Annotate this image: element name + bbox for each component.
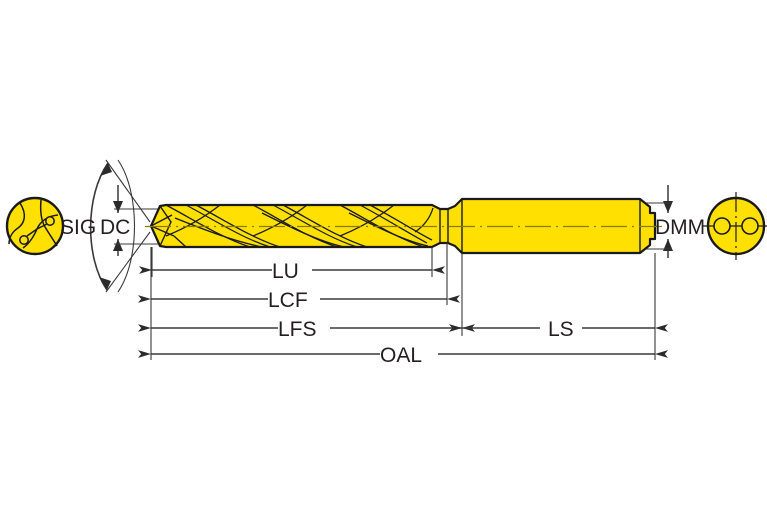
lu-label: LU <box>272 260 299 283</box>
sig-label: SIG <box>60 216 96 239</box>
dimension-dmm: DMM <box>646 185 705 258</box>
dc-arrow-bottom <box>113 239 123 251</box>
coolant-hole-icon <box>45 216 55 226</box>
dimension-lfs: LFS <box>138 318 475 341</box>
shank-end-view <box>702 192 767 260</box>
point-end-view <box>5 196 65 256</box>
dimension-sig: SIG <box>60 159 151 293</box>
drill-side-view <box>145 197 662 255</box>
dc-arrow-top <box>113 201 123 213</box>
sig-leader-lower <box>105 231 151 293</box>
dimension-lcf: LCF <box>138 289 460 312</box>
dmm-label: DMM <box>655 216 705 239</box>
sig-arrow-top <box>100 163 112 176</box>
ls-label: LS <box>548 318 574 341</box>
dc-label: DC <box>100 216 130 239</box>
sig-leader-upper <box>105 159 151 223</box>
point-end-view-outline <box>5 196 65 256</box>
dmm-arrow-bottom <box>663 239 673 251</box>
sig-arc-extension <box>117 159 135 293</box>
witness-lines <box>150 243 656 360</box>
lcf-label: LCF <box>268 289 308 312</box>
dimension-dc: DC <box>100 185 160 256</box>
dimension-ls: LS <box>449 318 668 341</box>
coolant-hole-icon <box>741 217 759 235</box>
flute-helix-lines <box>165 204 434 248</box>
coolant-hole-icon <box>19 235 29 245</box>
coolant-hole-icon <box>713 217 731 235</box>
lfs-label: LFS <box>278 318 317 341</box>
dimension-lu: LU <box>139 260 445 283</box>
sig-arrow-bottom <box>99 277 111 290</box>
dimension-oal: OAL <box>138 344 668 367</box>
oal-label: OAL <box>380 344 422 367</box>
dmm-arrow-top <box>663 201 673 213</box>
